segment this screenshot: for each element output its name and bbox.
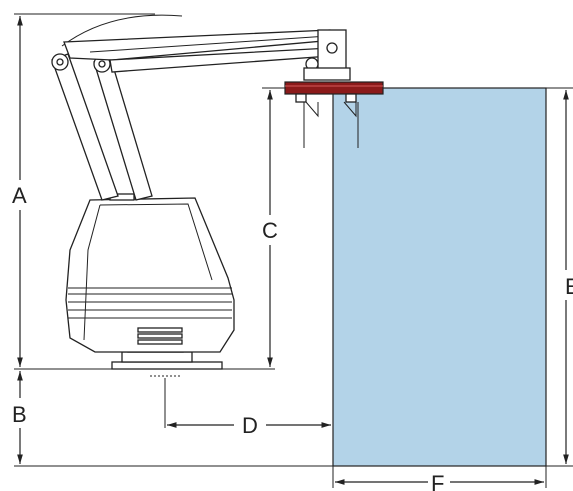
gripper-bar — [284, 81, 384, 95]
dimension-f-label: F — [431, 471, 444, 491]
pallet-load-box — [332, 87, 547, 467]
robot-lower-arm — [51, 53, 153, 201]
dimension-d-label: D — [242, 413, 258, 438]
dimension-b-label: B — [12, 402, 27, 427]
dimension-c-label: C — [262, 218, 278, 243]
reach-arc — [61, 14, 183, 47]
robot-upper-arm — [63, 29, 351, 81]
robot-body — [65, 193, 235, 353]
gripper-head — [284, 81, 384, 148]
dimension-e-label: E — [565, 274, 573, 299]
dimension-a-label: A — [12, 183, 27, 208]
